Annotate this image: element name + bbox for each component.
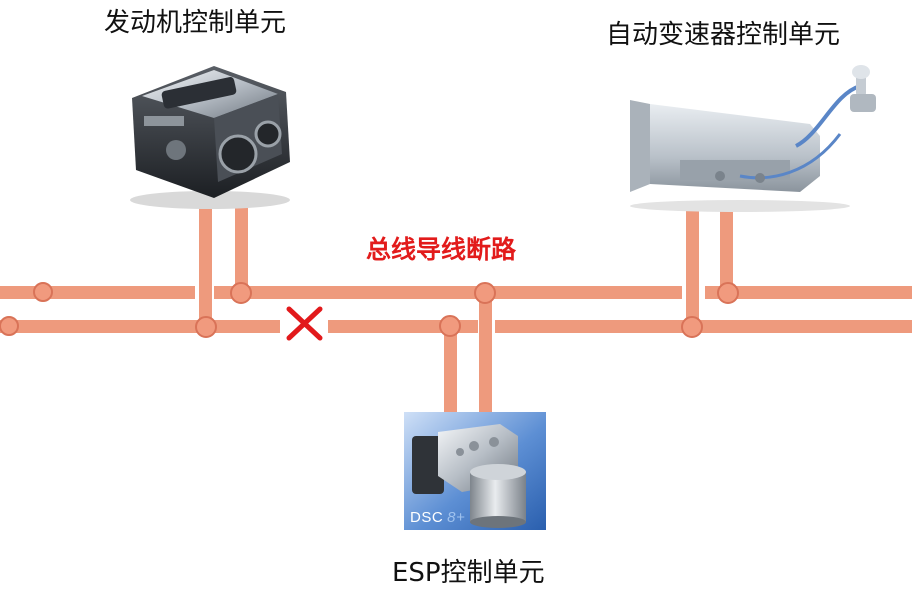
node-high-left-end bbox=[34, 283, 52, 301]
esp-badge-suffix: 8+ bbox=[447, 509, 465, 526]
transmission-unit-label: 自动变速器控制单元 bbox=[606, 14, 840, 51]
trans-stub-low bbox=[686, 208, 699, 328]
transmission-illustration bbox=[620, 64, 890, 214]
node-trans-high bbox=[718, 283, 738, 303]
transmission-image bbox=[620, 64, 890, 214]
trans-stub-high bbox=[720, 208, 733, 294]
red-x-icon bbox=[289, 309, 320, 338]
engine-illustration bbox=[118, 58, 300, 212]
esp-unit-label: ESP控制单元 bbox=[392, 552, 545, 589]
esp-stub-high bbox=[479, 292, 492, 418]
esp-stub-low bbox=[444, 326, 457, 418]
node-engine-low bbox=[196, 317, 216, 337]
node-esp-low bbox=[440, 316, 460, 336]
engine-stub-low bbox=[199, 208, 212, 328]
node-esp-high bbox=[475, 283, 495, 303]
node-engine-high bbox=[231, 283, 251, 303]
engine-stub-high bbox=[235, 208, 248, 294]
node-trans-low bbox=[682, 317, 702, 337]
node-low-left-end bbox=[0, 317, 18, 335]
engine-image bbox=[118, 58, 300, 212]
esp-badge-text: DSC bbox=[410, 509, 443, 526]
can-low-wire-right bbox=[495, 320, 912, 333]
can-low-wire-left bbox=[0, 320, 280, 333]
can-high-wire-mid bbox=[214, 286, 682, 299]
can-high-wire-left bbox=[0, 286, 195, 299]
fault-label: 总线导线断路 bbox=[366, 230, 516, 266]
engine-unit-label: 发动机控制单元 bbox=[104, 2, 286, 39]
